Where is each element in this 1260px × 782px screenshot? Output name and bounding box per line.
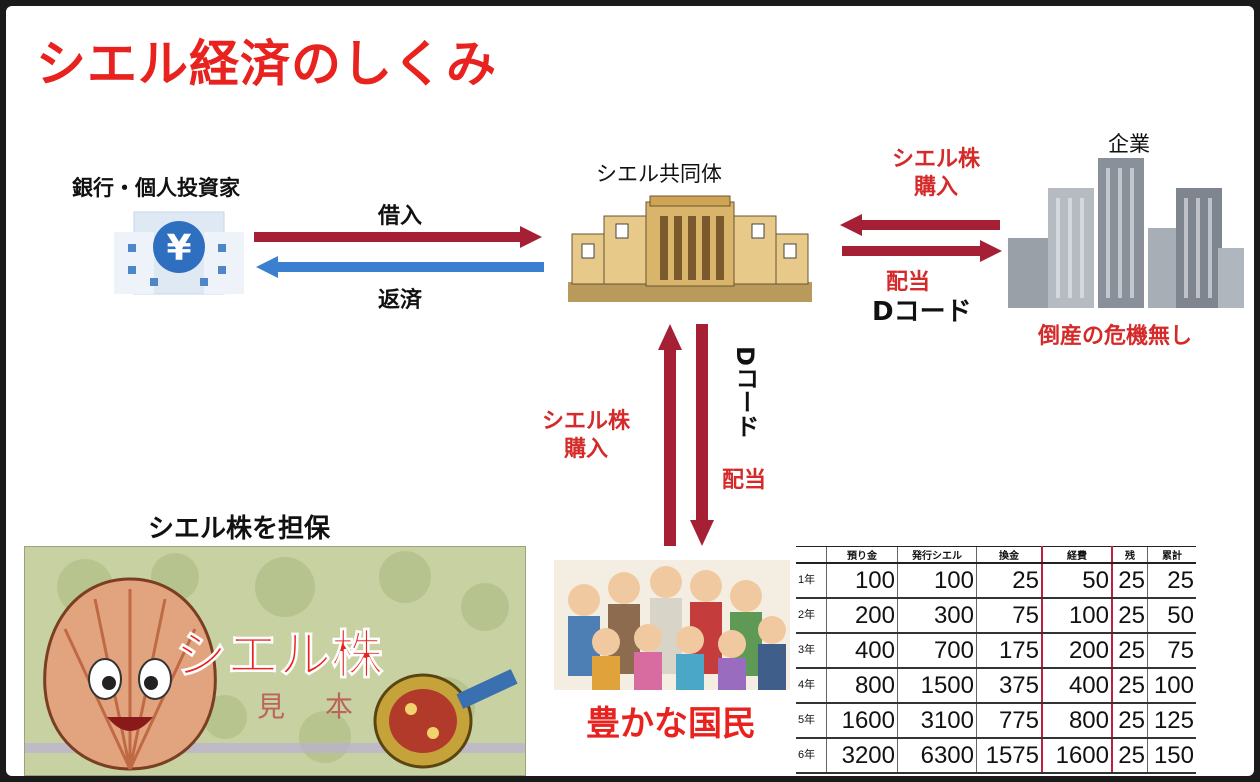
table-year-cell: 2年 [796,598,827,634]
table-header: 残 [1111,546,1148,564]
table-header: 預り金 [826,546,898,564]
table-row: 4年 800 1500 375 400 25 100 [796,668,1196,704]
table-cell: 375 [976,668,1042,704]
company-buy-label: シエル株 購入 [876,146,996,202]
table-header-year [796,546,827,564]
table-year-cell: 5年 [796,703,827,739]
cooperative-building-icon [568,195,812,302]
table-cell: 100 [1041,598,1112,634]
specimen-stamp: 見本 [257,690,394,723]
table-row: 3年 400 700 175 200 25 75 [796,633,1196,669]
crowd-illustration [554,560,790,690]
table-cell: 3200 [826,738,898,774]
table-cell: 3100 [897,703,977,739]
office-buildings-icon [1008,158,1244,308]
table-cell: 50 [1147,598,1196,634]
table-cell: 25 [1111,703,1148,739]
table-cell: 200 [1041,633,1112,669]
table-cell: 200 [826,598,898,634]
table-cell: 100 [897,563,977,599]
table-cell: 100 [1147,668,1196,704]
bank-label: 銀行・個人投資家 [72,176,240,200]
table-cell: 150 [1147,738,1196,774]
shell-financial-table: 預り金 発行シエル 換金 経費 残 累計 1年 100 100 25 50 25… [796,546,1196,774]
company-label: 企業 [1108,132,1150,156]
shell-mascot-icon [43,577,217,771]
people-dividend-label: 配当 [722,468,767,493]
share-certificate: シエル株 見本 [24,546,526,776]
company-buy-line2: 購入 [913,175,958,200]
table-cell: 1575 [976,738,1042,774]
table-cell: 1600 [1041,738,1112,774]
people-buy-arrow [658,324,682,546]
table-cell: 100 [826,563,898,599]
table-cell: 25 [1111,738,1148,774]
table-cell: 75 [976,598,1042,634]
borrow-arrow [254,226,542,248]
table-year-cell: 6年 [796,738,827,774]
table-cell: 75 [1147,633,1196,669]
table-row: 5年 1600 3100 775 800 25 125 [796,703,1196,739]
bank-building-icon: ¥ [114,211,244,295]
table-cell: 400 [1041,668,1112,704]
table-cell: 25 [1111,598,1148,634]
repay-label: 返済 [378,288,423,313]
people-buy-line2: 購入 [563,437,608,462]
table-cell: 775 [976,703,1042,739]
company-dividend-arrow [842,240,1002,262]
people-label: 豊かな国民 [586,704,756,744]
people-buy-label: シエル株 購入 [526,408,646,464]
slide-title: シエル経済のしくみ [36,35,497,93]
no-bankruptcy-label: 倒産の危機無し [1038,324,1193,349]
table-cell: 1500 [897,668,977,704]
table-cell: 800 [1041,703,1112,739]
table-year-cell: 4年 [796,668,827,704]
table-header: 経費 [1041,546,1112,564]
table-year-cell: 1年 [796,563,827,599]
company-buy-line1: シエル株 [891,147,980,172]
company-dividend-label: 配当 [886,270,931,295]
table-cell: 25 [1111,668,1148,704]
table-cell: 800 [826,668,898,704]
people-dcode-label: Dコード [731,346,759,438]
table-row: 2年 200 300 75 100 25 50 [796,598,1196,634]
table-header: 累計 [1147,546,1196,564]
table-cell: 700 [897,633,977,669]
table-cell: 25 [1147,563,1196,599]
cooperative-label: シエル共同体 [596,162,722,186]
svg-text:¥: ¥ [166,228,191,269]
table-cell: 25 [976,563,1042,599]
table-row: 1年 100 100 25 50 25 25 [796,563,1196,599]
repay-arrow [256,256,544,278]
table-cell: 125 [1147,703,1196,739]
table-header: 発行シエル [897,546,977,564]
table-row: 6年 3200 6300 1575 1600 25 150 [796,738,1196,774]
table-cell: 300 [897,598,977,634]
table-cell: 25 [1111,633,1148,669]
table-header: 換金 [976,546,1042,564]
table-cell: 6300 [897,738,977,774]
certificate-title: シエル株 [174,626,384,687]
people-buy-line1: シエル株 [541,409,630,434]
company-buy-arrow [840,214,1000,236]
table-header-row: 預り金 発行シエル 換金 経費 残 累計 [796,546,1196,564]
people-dividend-arrow [690,324,714,546]
table-cell: 25 [1111,563,1148,599]
table-cell: 400 [826,633,898,669]
table-cell: 175 [976,633,1042,669]
company-dcode-label: Dコード [872,297,972,327]
table-cell: 50 [1041,563,1112,599]
borrow-label: 借入 [378,204,423,229]
mallet-icon [373,669,518,769]
table-cell: 1600 [826,703,898,739]
table-year-cell: 3年 [796,633,827,669]
collateral-heading: シエル株を担保 [148,514,331,544]
slide: シエル経済のしくみ 銀行・個人投資家 ¥ 借入 返済 シエル共同体 [6,6,1254,776]
